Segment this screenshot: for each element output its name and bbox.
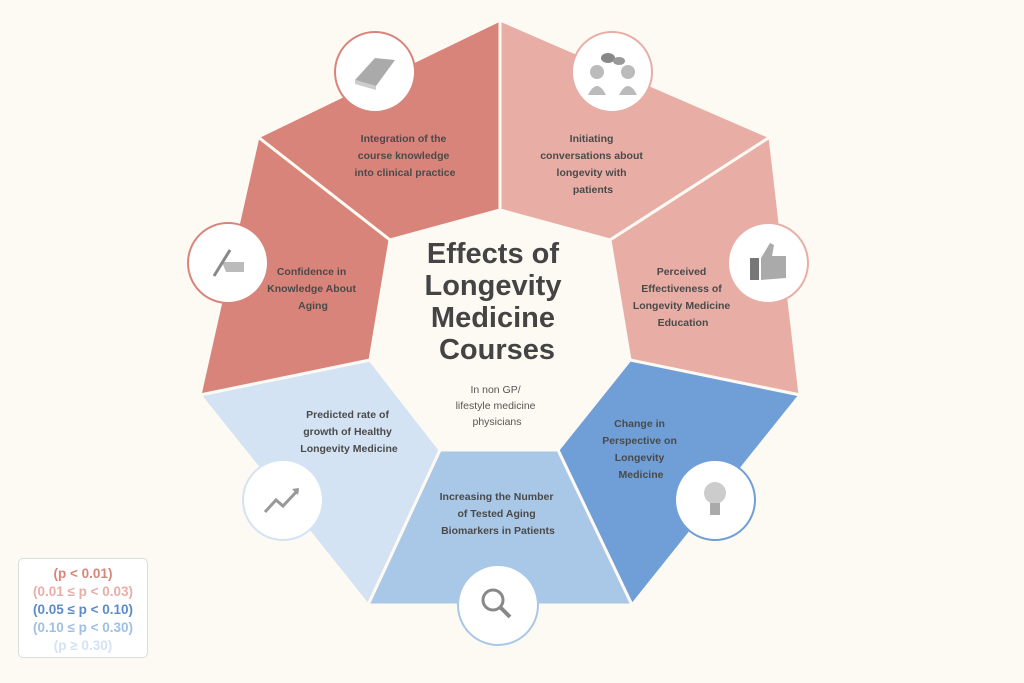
book-icon	[334, 31, 416, 113]
label-perceived: Perceived Effectiveness of Longevity Med…	[633, 266, 733, 329]
magnifier-icon	[457, 564, 539, 646]
legend-item: (0.01 ≤ p < 0.03)	[32, 584, 134, 599]
legend-item: (p ≥ 0.30)	[53, 638, 113, 653]
label-biomarkers: Increasing the Number of Tested Aging Bi…	[440, 491, 557, 537]
label-change: Change in Perspective on Longevity Medic…	[602, 418, 680, 481]
pen-hand-icon	[187, 222, 269, 304]
thumbs-up-icon	[727, 222, 809, 304]
lightbulb-icon	[674, 459, 756, 541]
trend-up-icon	[242, 459, 324, 541]
conversation-icon	[571, 31, 653, 113]
label-predicted: Predicted rate of growth of Healthy Long…	[300, 409, 398, 455]
diagram-subtitle: In non GP/ lifestyle medicine physicians	[456, 384, 539, 428]
legend-item: (0.05 ≤ p < 0.10)	[32, 602, 134, 617]
legend-item: (p < 0.01)	[53, 566, 113, 581]
label-initiating: Initiating conversations about longevity…	[540, 133, 646, 196]
diagram-title: Effects of Longevity Medicine Courses	[424, 238, 569, 366]
significance-legend: (p < 0.01) (0.01 ≤ p < 0.03) (0.05 ≤ p <…	[18, 558, 148, 658]
legend-item: (0.10 ≤ p < 0.30)	[32, 620, 134, 635]
label-integration: Integration of the course knowledge into…	[355, 133, 456, 179]
label-confidence: Confidence in Knowledge About Aging	[267, 266, 359, 312]
segment-confidence	[198, 134, 392, 397]
